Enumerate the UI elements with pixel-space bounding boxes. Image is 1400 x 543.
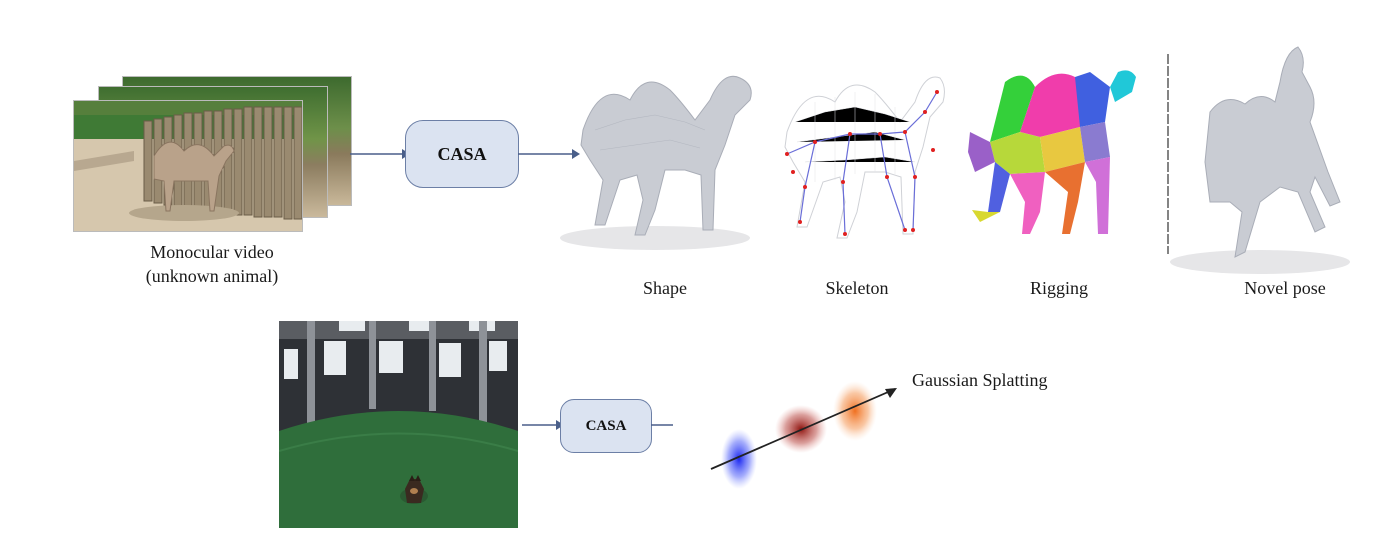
- arrow-video-to-casa: [350, 149, 410, 159]
- input-caption-line1: Monocular video: [150, 242, 274, 262]
- gaussian-splatting-label: Gaussian Splatting: [912, 370, 1048, 390]
- rigging-camel-colored: [968, 70, 1136, 234]
- casa-box-top: CASA: [405, 120, 519, 188]
- arrow-casa-to-shape: [518, 149, 580, 159]
- gaussian-splats: [710, 381, 897, 489]
- input-caption-line2: (unknown animal): [145, 266, 279, 286]
- output-label-novel-pose: Novel pose: [1244, 278, 1326, 298]
- dog-arena-photo: [279, 321, 518, 528]
- output-label-rigging: Rigging: [1029, 278, 1088, 298]
- gaussian-orange: [833, 381, 877, 441]
- casa-box-bottom: CASA: [560, 399, 652, 453]
- gaussian-blue: [721, 429, 757, 489]
- skeleton-camel-wireframe: [784, 76, 945, 239]
- novel-pose-camel: [1170, 46, 1350, 274]
- shape-camel-mesh: [560, 75, 752, 250]
- camel-photo: [74, 101, 302, 231]
- line-casa-bottom-out: [651, 424, 673, 426]
- output-label-skeleton: Skeleton: [825, 278, 889, 298]
- output-label-shape: Shape: [643, 278, 687, 298]
- video-frame-front: [73, 100, 303, 232]
- arrow-photo-to-casa: [522, 420, 564, 430]
- divider-dashed-line: [1167, 54, 1169, 254]
